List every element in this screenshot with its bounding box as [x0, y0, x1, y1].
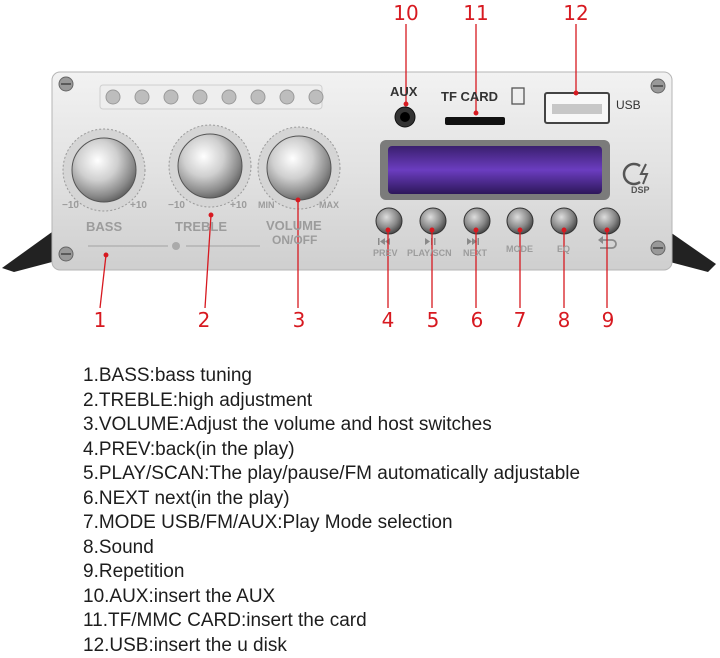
treble-label: TREBLE — [175, 219, 227, 234]
legend-item: 7.MODE USB/FM/AUX:Play Mode selection — [83, 511, 580, 536]
legend-item: 6.NEXT next(in the play) — [83, 487, 580, 512]
aux-label: AUX — [390, 84, 417, 99]
mode-label: MODE — [506, 244, 533, 254]
legend-item: 1.BASS:bass tuning — [83, 364, 580, 389]
volume-scale-max: MAX — [319, 200, 339, 210]
bass-scale-max: +10 — [130, 200, 147, 211]
led-indicator-row — [100, 85, 323, 109]
legend-item: 11.TF/MMC CARD:insert the card — [83, 609, 580, 634]
next-label: NEXT — [463, 248, 487, 258]
volume-scale-min: MIN — [258, 200, 275, 210]
prev-label: PREV — [373, 248, 398, 258]
lcd-display — [380, 140, 610, 200]
callout-number: 8 — [549, 310, 579, 330]
volume-sublabel: ON/OFF — [272, 233, 317, 247]
dsp-label: DSP — [631, 185, 650, 195]
legend-item: 10.AUX:insert the AUX — [83, 585, 580, 610]
callout-number: 9 — [593, 310, 623, 330]
callout-number: 11 — [456, 3, 496, 23]
legend-list: 1.BASS:bass tuning 2.TREBLE:high adjustm… — [83, 364, 580, 658]
usb-port[interactable] — [545, 93, 609, 123]
callout-number: 10 — [386, 3, 426, 23]
legend-item: 12.USB:insert the u disk — [83, 634, 580, 658]
bass-knob[interactable] — [63, 129, 145, 211]
bass-label: BASS — [86, 219, 122, 234]
callout-number: 5 — [418, 310, 448, 330]
play-scan-label: PLAY/SCN — [407, 248, 452, 258]
callout-number: 1 — [85, 310, 115, 330]
legend-item: 2.TREBLE:high adjustment — [83, 389, 580, 414]
callout-number: 2 — [189, 310, 219, 330]
legend-item: 9.Repetition — [83, 560, 580, 585]
left-bracket — [2, 232, 52, 272]
tf-card-label: TF CARD — [441, 89, 498, 104]
volume-label: VOLUME — [266, 218, 322, 233]
legend-item: 3.VOLUME:Adjust the volume and host swit… — [83, 413, 580, 438]
callout-number: 7 — [505, 310, 535, 330]
right-bracket — [670, 232, 716, 272]
callout-number: 4 — [373, 310, 403, 330]
bass-scale-min: −10 — [62, 200, 79, 211]
usb-label: USB — [616, 98, 641, 112]
aux-jack[interactable] — [395, 107, 415, 127]
amplifier-front-panel — [0, 0, 720, 340]
treble-scale-min: −10 — [168, 200, 185, 211]
callout-number: 12 — [556, 3, 596, 23]
legend-item: 8.Sound — [83, 536, 580, 561]
legend-item: 4.PREV:back(in the play) — [83, 438, 580, 463]
tf-card-slot[interactable] — [445, 117, 505, 125]
legend-item: 5.PLAY/SCAN:The play/pause/FM automatica… — [83, 462, 580, 487]
treble-knob[interactable] — [169, 125, 251, 207]
eq-label: EQ — [557, 244, 570, 254]
treble-scale-max: +10 — [230, 200, 247, 211]
callout-number: 6 — [462, 310, 492, 330]
volume-knob[interactable] — [258, 127, 340, 209]
callout-number: 3 — [284, 310, 314, 330]
